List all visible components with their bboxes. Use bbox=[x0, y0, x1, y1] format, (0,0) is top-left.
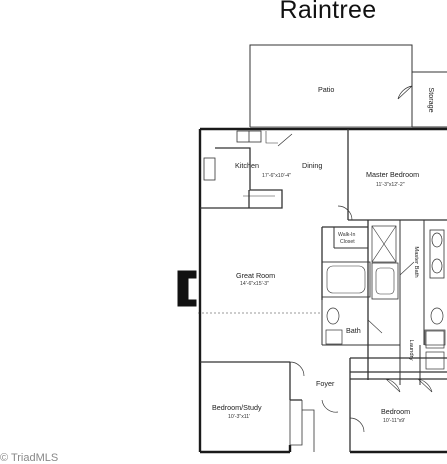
laundry-walls bbox=[399, 330, 445, 385]
great-room-dimensions: 14'-6"x15'-3" bbox=[240, 281, 269, 287]
kitchen-dimensions: 17'-6"x10'-4" bbox=[262, 173, 291, 179]
kitchen-walls bbox=[200, 130, 293, 209]
bedroom-dimensions: 10'-11"x9' bbox=[383, 418, 405, 424]
exterior-walls bbox=[198, 127, 447, 454]
plan-title: Raintree bbox=[279, 0, 377, 24]
bath-label: Bath bbox=[346, 326, 361, 335]
storage-label: Storage bbox=[427, 87, 436, 112]
bath-walls bbox=[321, 261, 400, 346]
dining-label: Dining bbox=[302, 161, 322, 170]
lower-room-walls bbox=[200, 357, 447, 452]
master-bath-label: Master Bath bbox=[413, 246, 419, 277]
master-bedroom-label: Master Bedroom bbox=[366, 170, 419, 179]
master-bath-fixtures bbox=[399, 220, 446, 346]
bedroom-label: Bedroom bbox=[381, 407, 410, 416]
master-bedroom-walls bbox=[321, 129, 447, 380]
watermark: © TriadMLS bbox=[0, 452, 59, 464]
patio-label: Patio bbox=[318, 85, 334, 94]
patio-outline bbox=[249, 44, 447, 128]
laundry-label: Laundry bbox=[408, 340, 414, 361]
walk-in-closet-label-line2: Closet bbox=[340, 239, 355, 245]
walk-in-closet-walls bbox=[333, 225, 397, 263]
master-bedroom-dimensions: 11'-3"x12'-2" bbox=[376, 182, 405, 188]
fireplace bbox=[177, 270, 197, 307]
bedroom-study-label: Bedroom/Study bbox=[212, 403, 262, 412]
walk-in-closet-label-line1: Walk-In bbox=[338, 232, 356, 238]
kitchen-label: Kitchen bbox=[235, 161, 259, 170]
bedroom-study-dimensions: 10'-3"x11' bbox=[228, 414, 250, 420]
foyer-label: Foyer bbox=[316, 379, 335, 388]
great-room-label: Great Room bbox=[236, 271, 275, 280]
